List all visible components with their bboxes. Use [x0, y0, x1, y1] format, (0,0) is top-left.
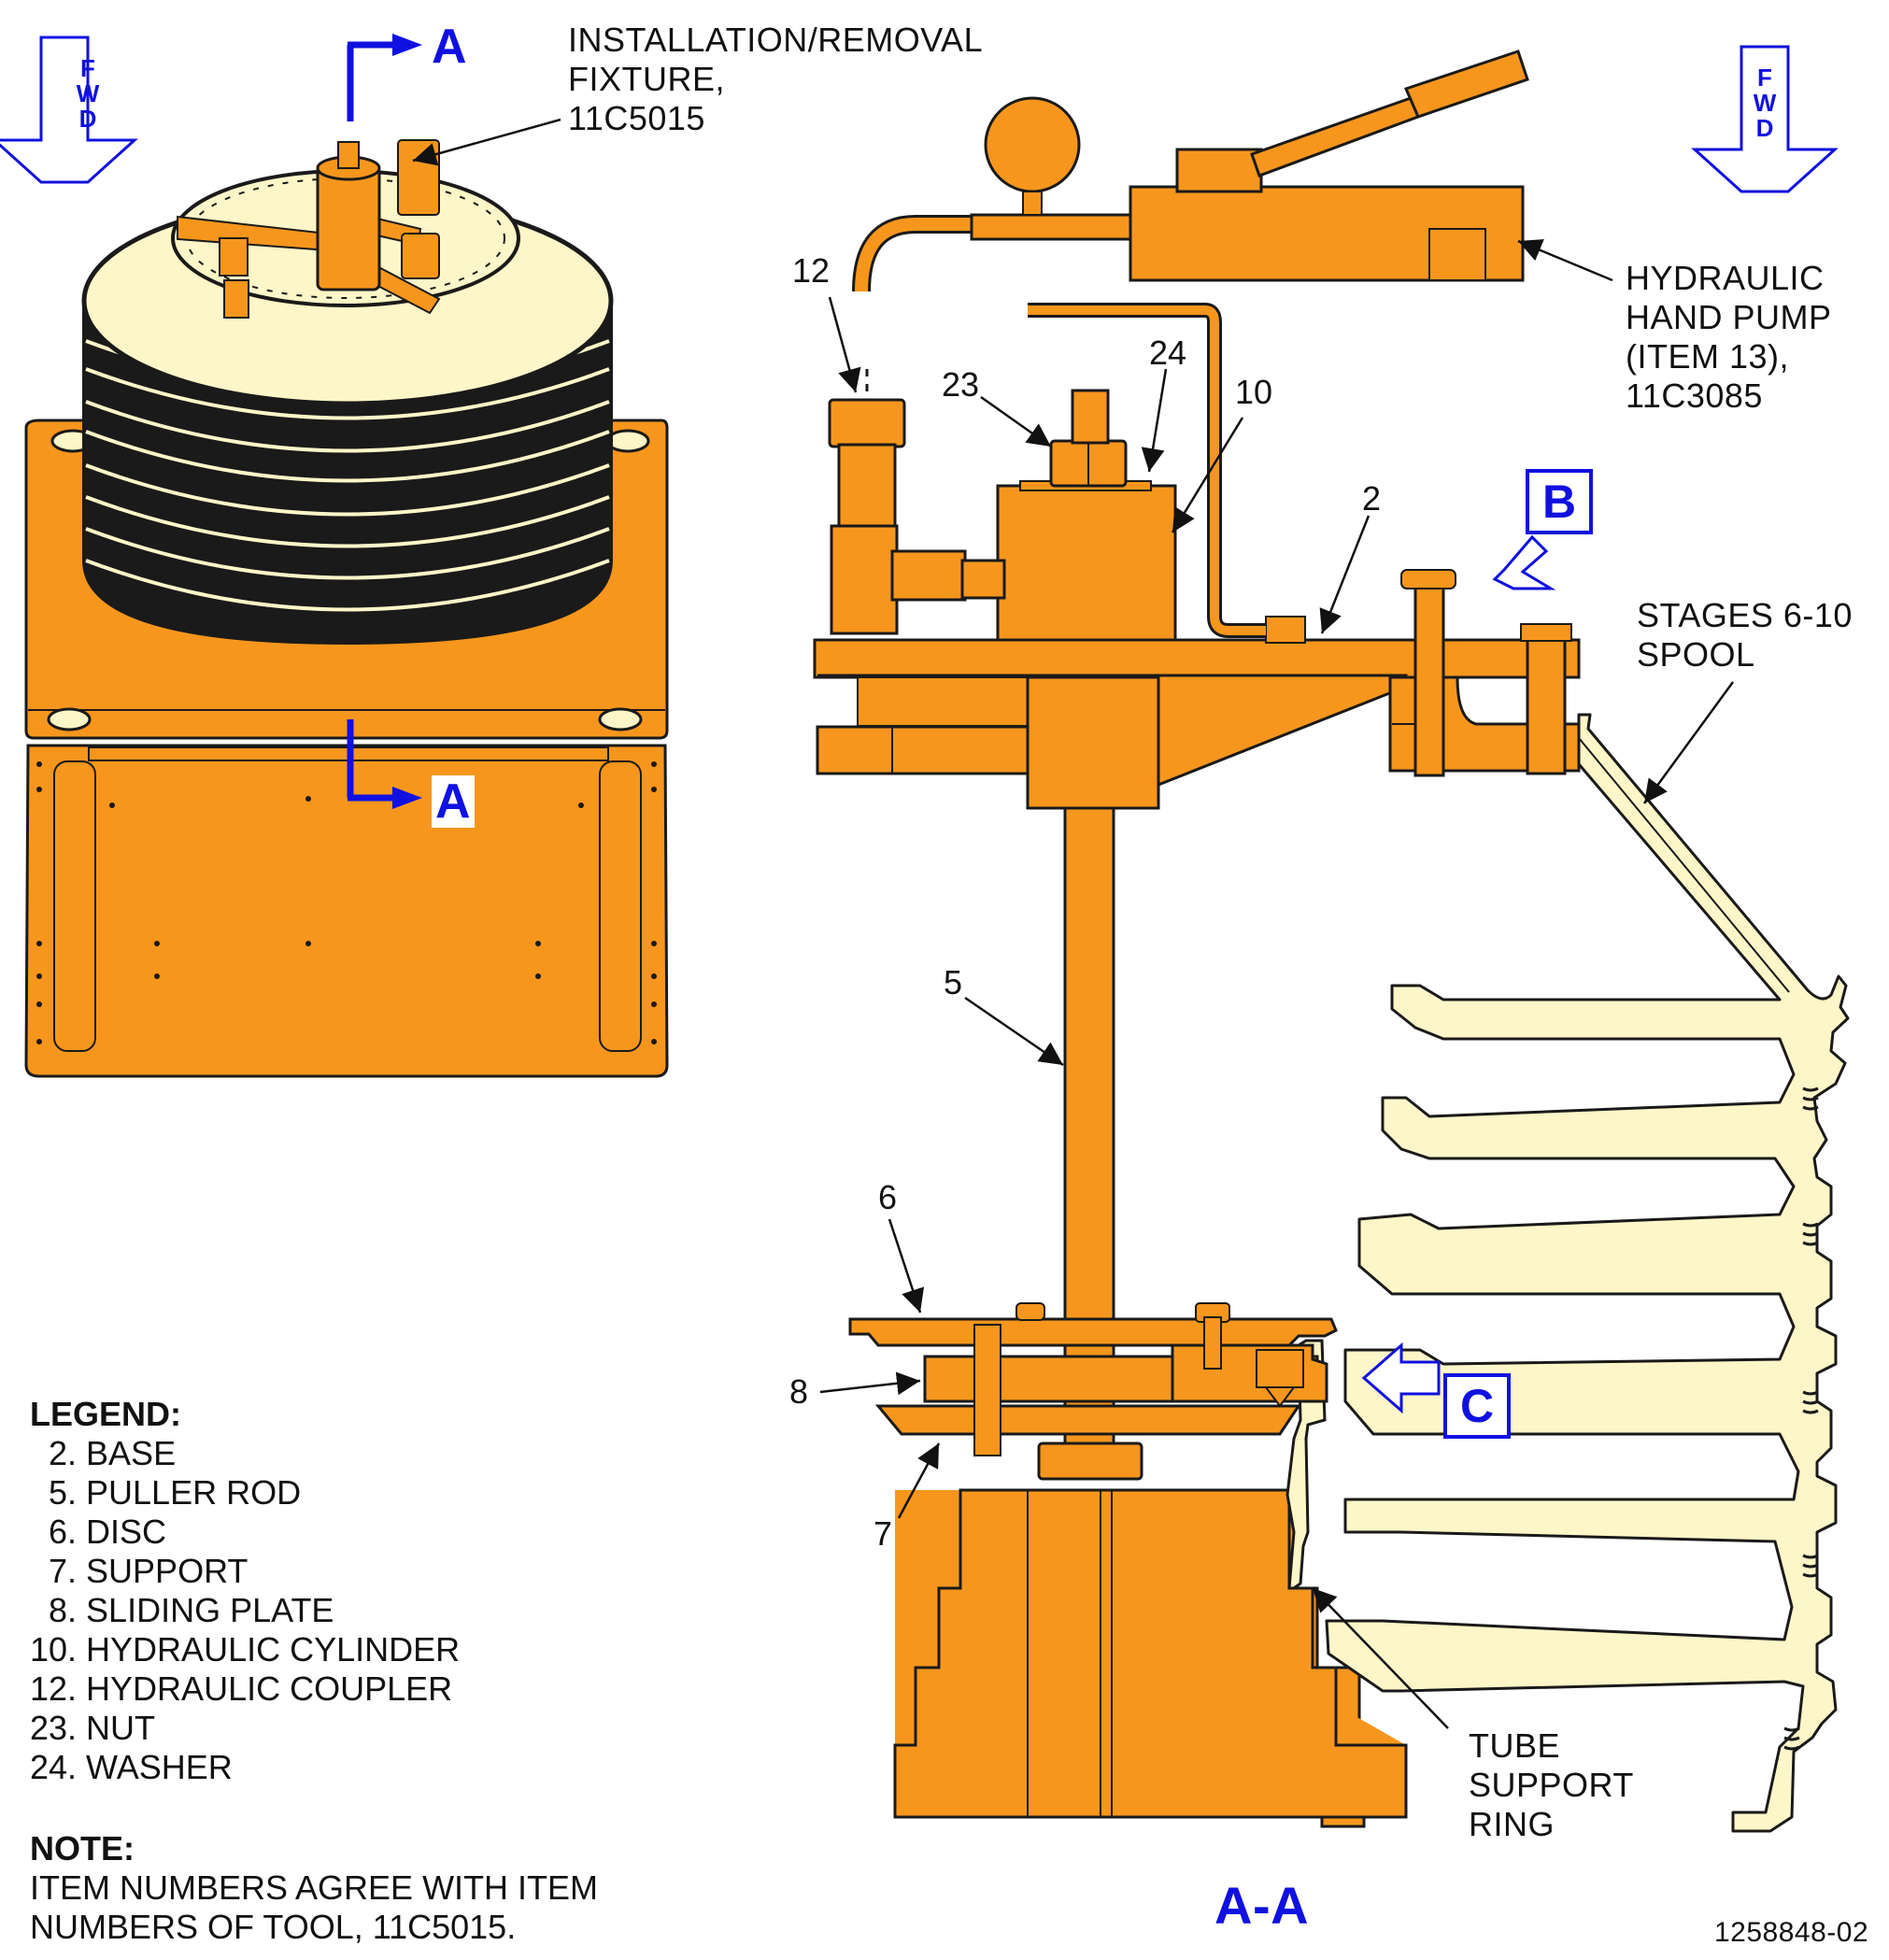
- callout-7: 7: [873, 1514, 893, 1553]
- spool-label: STAGES 6-10 SPOOL: [1637, 596, 1853, 674]
- disc-6: [848, 1317, 1338, 1347]
- tube-support-ring-label: TUBE SUPPORT RING: [1469, 1726, 1634, 1843]
- legend-item: 7. SUPPORT: [30, 1552, 249, 1590]
- legend-item: 5. PULLER ROD: [30, 1473, 302, 1512]
- legend-title: LEGEND:: [30, 1395, 181, 1433]
- iso-disc-stack: [81, 169, 614, 645]
- hydraulic-hand-pump: [1129, 50, 1529, 282]
- section-marker-top: A: [432, 20, 468, 74]
- legend-item: 23. NUT: [30, 1709, 156, 1747]
- callout-6: 6: [878, 1178, 898, 1216]
- legend-item: 2. BASE: [30, 1434, 177, 1472]
- iso-view: [24, 139, 669, 1078]
- view-b-arrow-icon: [1492, 534, 1556, 590]
- fixture-label: INSTALLATION/REMOVAL FIXTURE, 11C5015: [568, 21, 984, 137]
- puller-rod-head: [1037, 1442, 1143, 1481]
- note-title: NOTE:: [30, 1829, 135, 1868]
- stages-6-10-spool: [1285, 713, 1850, 1833]
- callout-24: 24: [1149, 334, 1187, 372]
- legend-item: 12. HYDRAULIC COUPLER: [30, 1669, 453, 1708]
- callout-5: 5: [944, 963, 963, 1001]
- support-7: [874, 1404, 1301, 1436]
- view-b-label: B: [1526, 469, 1593, 534]
- note: NOTE: ITEM NUMBERS AGREE WITH ITEM NUMBE…: [30, 1829, 598, 1947]
- callout-23: 23: [942, 365, 980, 404]
- section-title: A-A: [1214, 1876, 1310, 1935]
- base-2: [813, 569, 1581, 810]
- view-c-arrow-icon: [1361, 1342, 1441, 1414]
- legend: LEGEND: 2. BASE 5. PULLER ROD 6. DISC 7.…: [30, 1395, 460, 1787]
- legend-item: 6. DISC: [30, 1513, 167, 1551]
- section-arrow-bottom: [347, 719, 422, 809]
- pump-label: HYDRAULIC HAND PUMP (ITEM 13), 11C3085: [1626, 259, 1832, 415]
- callout-10: 10: [1235, 373, 1273, 411]
- legend-item: 8. SLIDING PLATE: [30, 1591, 334, 1629]
- pressure-gauge: [984, 96, 1081, 193]
- legend-item: 24. WASHER: [30, 1748, 233, 1786]
- hydraulic-coupler-12: [828, 398, 906, 448]
- fwd-arrow-left-icon: [0, 36, 138, 184]
- note-line: ITEM NUMBERS AGREE WITH ITEM: [30, 1868, 599, 1907]
- legend-item: 10. HYDRAULIC CYLINDER: [30, 1630, 461, 1669]
- note-line: NUMBERS OF TOOL, 11C5015.: [30, 1908, 517, 1946]
- iso-lower-frame: [24, 744, 669, 1078]
- section-arrow-top: [347, 34, 422, 121]
- callout-8: 8: [789, 1372, 809, 1411]
- fwd-arrow-right-icon: [1691, 45, 1839, 193]
- drawing-number: 1258848-02: [1714, 1917, 1869, 1948]
- callout-12: 12: [792, 251, 831, 290]
- section-marker-bottom: A: [432, 775, 476, 828]
- hydraulic-cylinder-10: [996, 484, 1177, 642]
- view-c-label: C: [1443, 1373, 1511, 1439]
- callout-2: 2: [1362, 479, 1382, 518]
